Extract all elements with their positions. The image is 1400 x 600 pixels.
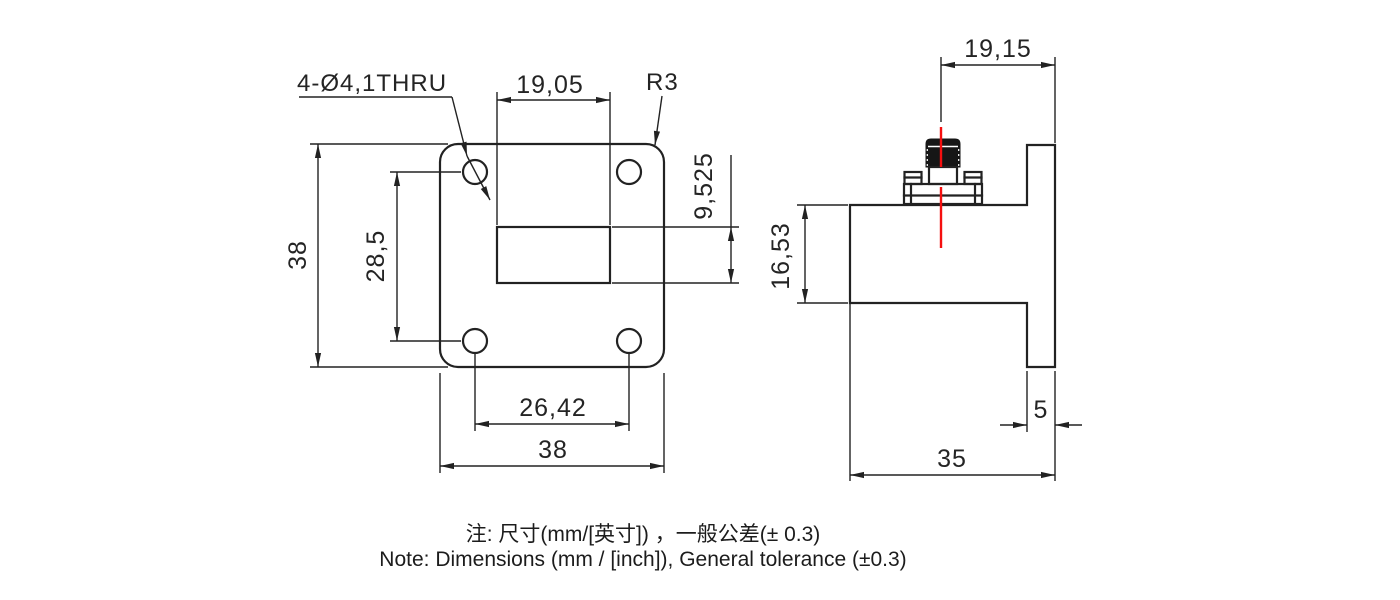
front-view: 19,05 4-Ø4,1THRU R3 38 28,5 — [284, 69, 739, 473]
dim-hole-spacing-horizontal-label: 26,42 — [519, 394, 587, 422]
dim-hole-spacing-horizontal: 26,42 — [474, 354, 630, 431]
mounting-hole-bottom-left — [461, 327, 489, 355]
dim-hole-spacing-vertical: 28,5 — [362, 171, 461, 342]
dim-flange-thickness: 5 — [1000, 371, 1082, 481]
dim-aperture-height: 9,525 — [612, 152, 739, 284]
dim-connector-offset-label: 19,15 — [964, 35, 1032, 63]
mounting-hole-bottom-right — [615, 327, 643, 355]
note-line-english: Note: Dimensions (mm / [inch]), General … — [379, 548, 906, 571]
label-corner-radius: R3 — [646, 69, 679, 146]
sma-base-plate — [902, 182, 984, 206]
dim-flange-width: 38 — [439, 373, 665, 473]
dim-body-height: 16,53 — [767, 204, 848, 304]
mounting-hole-top-right — [615, 158, 643, 186]
dim-aperture-height-label: 9,525 — [690, 152, 718, 220]
dim-flange-width-label: 38 — [538, 436, 568, 464]
mounting-hole-top-left — [461, 158, 489, 186]
dim-flange-height: 38 — [284, 143, 448, 368]
dim-body-height-label: 16,53 — [767, 222, 795, 290]
flange-outline — [438, 142, 666, 369]
dim-body-depth: 35 — [850, 445, 1055, 479]
dim-aperture-width-label: 19,05 — [516, 71, 584, 99]
dim-flange-height-label: 38 — [284, 240, 312, 270]
dim-aperture-width: 19,05 — [496, 71, 611, 225]
corner-radius-label: R3 — [646, 69, 679, 96]
dim-body-depth-label: 35 — [937, 445, 967, 473]
sma-connector — [902, 127, 984, 248]
dim-flange-thickness-label: 5 — [1034, 396, 1049, 424]
dim-hole-spacing-vertical-label: 28,5 — [362, 230, 390, 283]
thru-holes-label: 4-Ø4,1THRU — [297, 70, 447, 97]
sma-neck — [927, 165, 959, 186]
label-thru-holes: 4-Ø4,1THRU — [297, 70, 491, 201]
note-line-chinese: 注: 尺寸(mm/[英寸]) ，一般公差(± 0.3) — [466, 523, 821, 546]
sma-threaded-barrel — [925, 138, 961, 168]
side-view: 19,15 16,53 5 35 — [767, 35, 1082, 481]
waveguide-aperture — [495, 225, 612, 285]
side-profile-outline — [848, 143, 1057, 369]
drawing-notes: 注: 尺寸(mm/[英寸]) ，一般公差(± 0.3) Note: Dimens… — [379, 523, 906, 571]
dim-connector-offset: 19,15 — [940, 35, 1056, 143]
